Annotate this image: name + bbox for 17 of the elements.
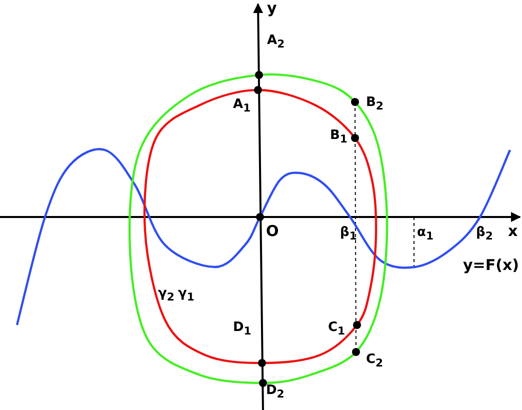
curve-label: γ$_{1}$ [178,286,194,305]
point-label: C$_{2}$ [366,352,384,371]
root-label: α$_{1}$ [417,225,434,244]
point-label: B$_{2}$ [366,95,384,114]
curve-label: γ$_{2}$ [158,286,174,305]
function-label: y=F(x) [463,258,519,273]
point-label: B$_{1}$ [330,128,348,147]
axis-label: x [508,224,518,239]
point-label: A$_{1}$ [233,97,251,116]
root-label: β$_{2}$ [476,225,493,244]
point-label: C$_{1}$ [328,320,346,339]
point-label: A$_{2}$ [267,33,285,52]
point-label: D$_{1}$ [233,320,252,339]
root-label: β$_{1}$ [340,225,357,244]
axis-label: y [267,1,277,16]
origin-label: O [266,224,279,239]
point-label: D$_{2}$ [266,383,284,402]
